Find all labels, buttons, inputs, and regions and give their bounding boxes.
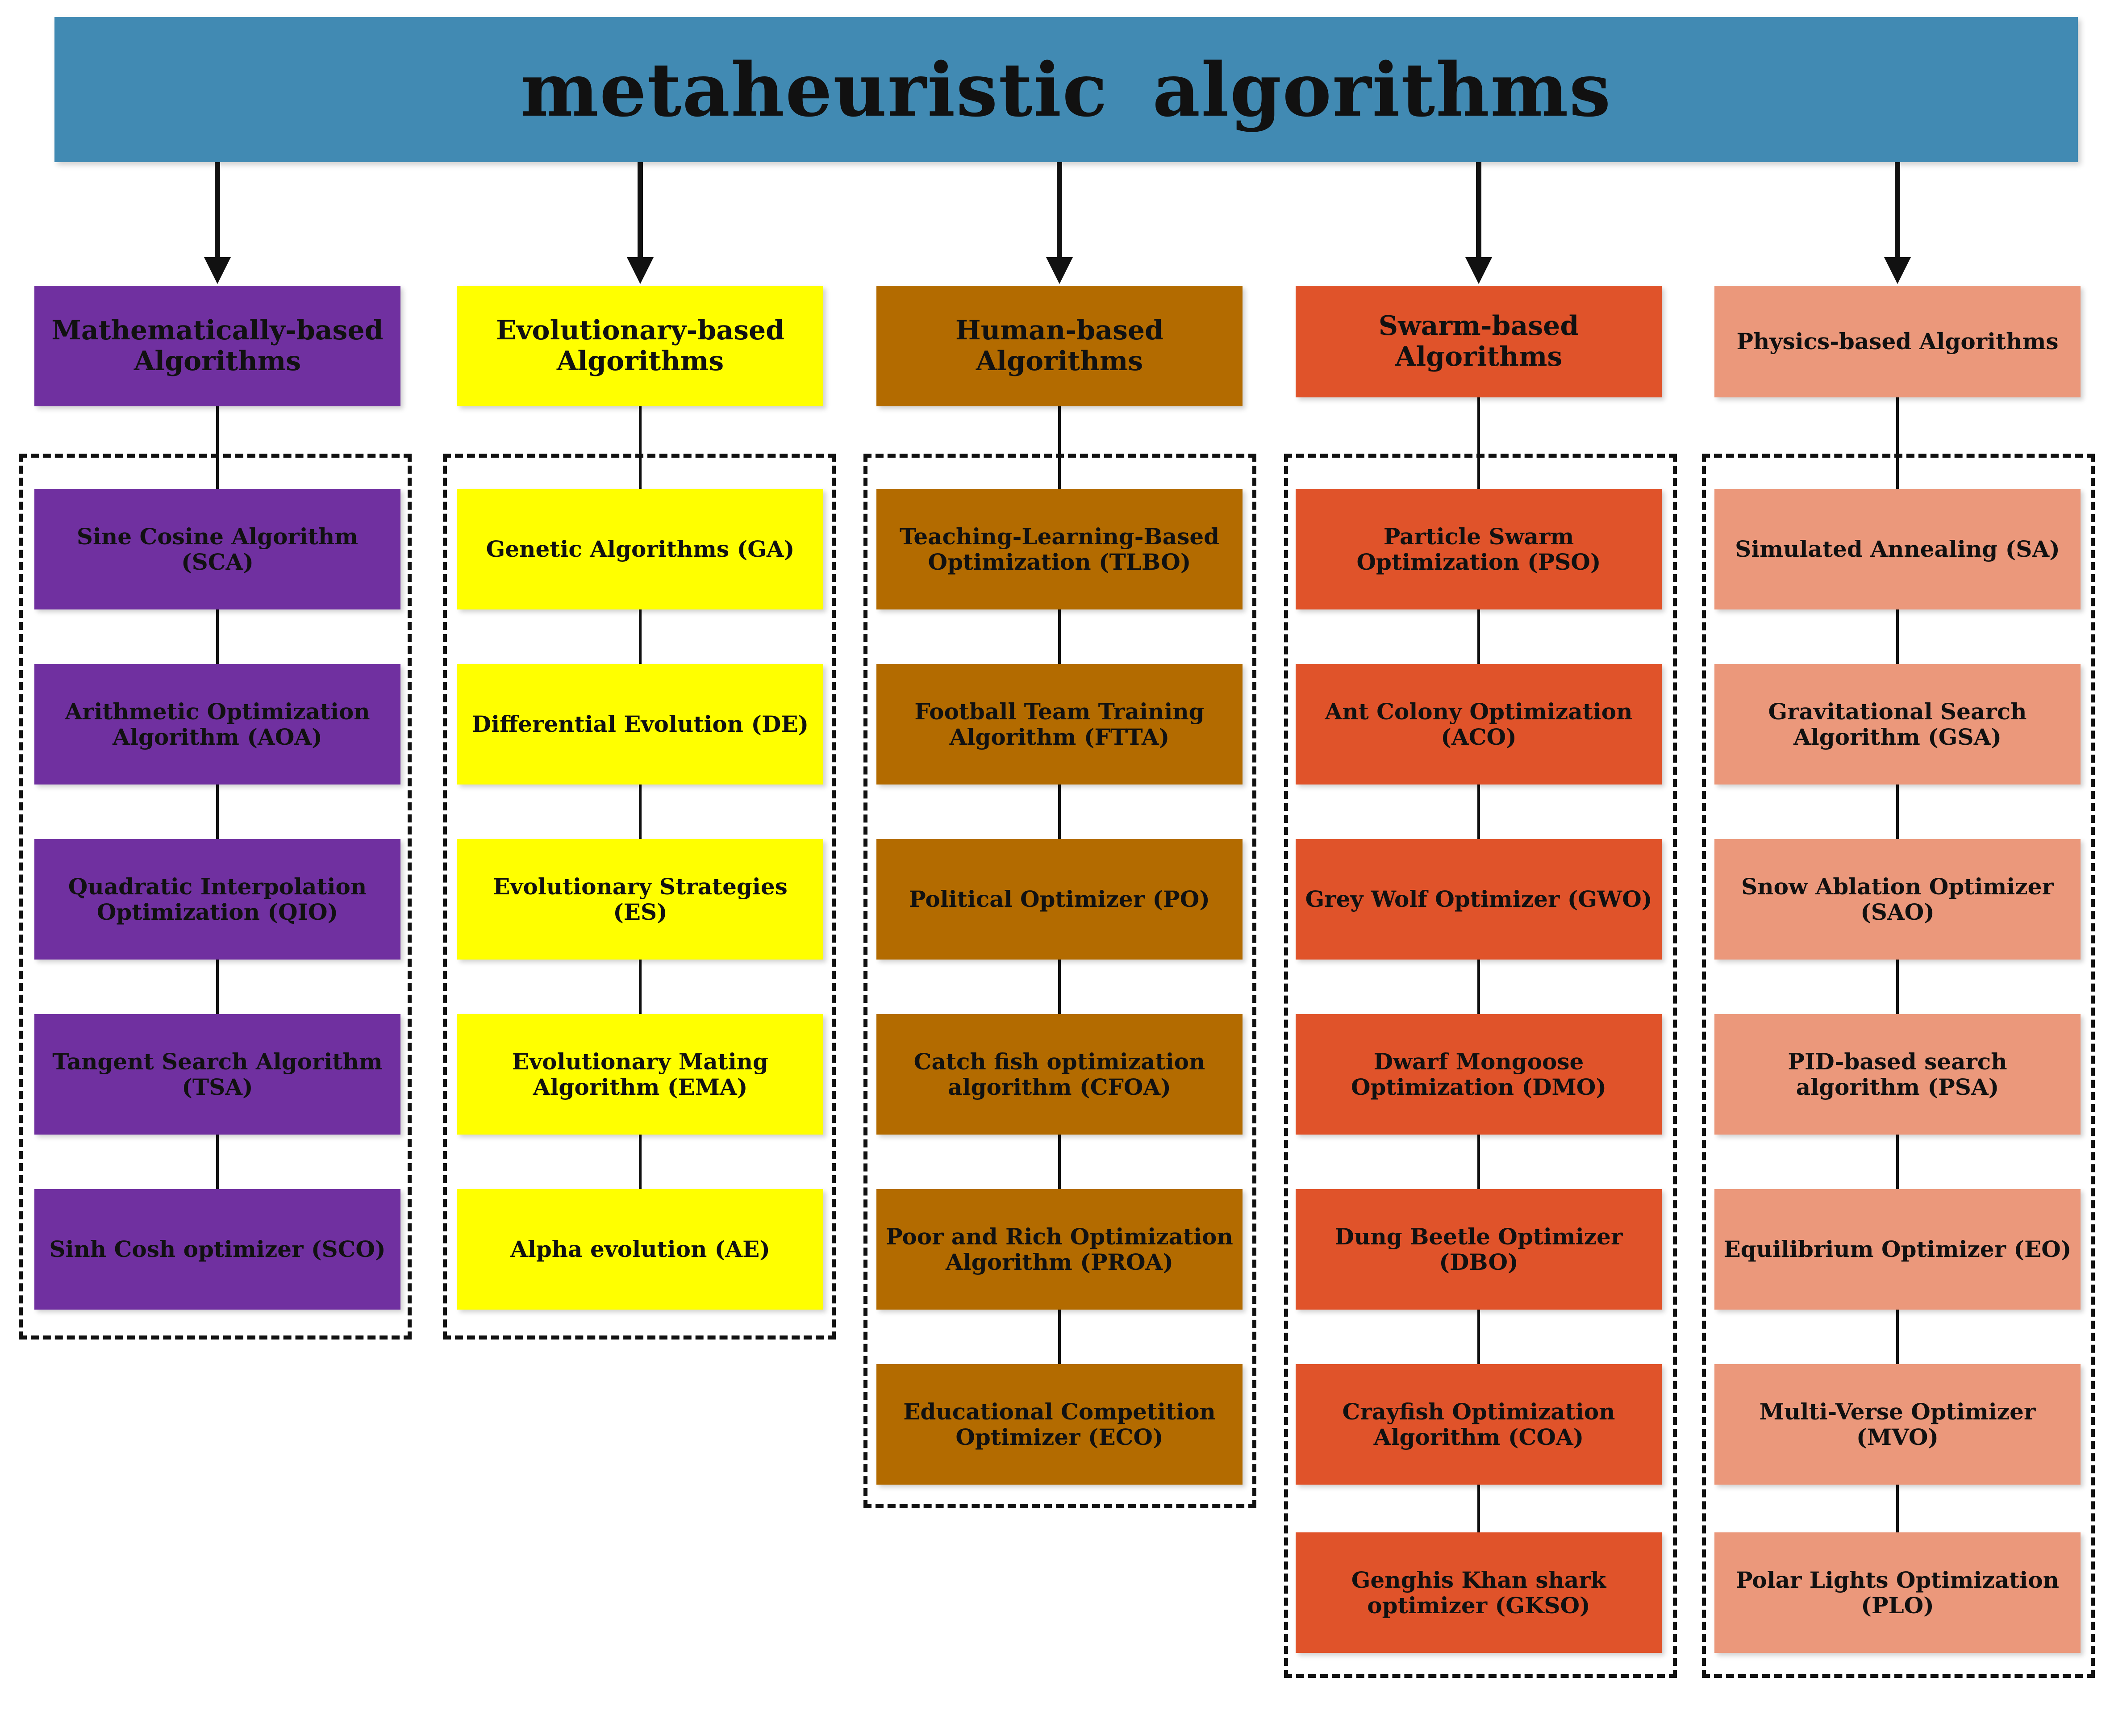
category-label: Human-based Algorithms <box>955 315 1163 377</box>
algorithm-label: Crayfish Optimization Algorithm (COA) <box>1342 1398 1615 1450</box>
algorithm-box: Genetic Algorithms (GA) <box>457 489 823 609</box>
algorithm-box: Gravitational Search Algorithm (GSA) <box>1714 664 2081 785</box>
algorithm-box: Multi-Verse Optimizer (MVO) <box>1714 1364 2081 1485</box>
algorithm-label: Tangent Search Algorithm (TSA) <box>52 1048 383 1100</box>
category-arrows <box>204 162 1911 284</box>
category-label: Evolutionary-based Algorithms <box>496 315 785 377</box>
algorithm-box: Evolutionary Strategies (ES) <box>457 839 823 960</box>
algorithm-label: Dwarf Mongoose Optimization (DMO) <box>1351 1048 1607 1100</box>
algorithm-label: Genetic Algorithms (GA) <box>486 536 795 563</box>
algorithm-label: Polar Lights Optimization (PLO) <box>1736 1566 2059 1619</box>
algorithm-label: Equilibrium Optimizer (EO) <box>1723 1236 2072 1263</box>
algorithm-label: Multi-Verse Optimizer (MVO) <box>1759 1398 2036 1450</box>
algorithm-box: Alpha evolution (AE) <box>457 1189 823 1310</box>
algorithm-box: Catch fish optimization algorithm (CFOA) <box>876 1014 1243 1135</box>
algorithm-box: Polar Lights Optimization (PLO) <box>1714 1532 2081 1653</box>
algorithm-box: Genghis Khan shark optimizer (GKSO) <box>1296 1532 1662 1653</box>
algorithm-box: Tangent Search Algorithm (TSA) <box>34 1014 400 1135</box>
algorithm-box: Sinh Cosh optimizer (SCO) <box>34 1189 400 1310</box>
algorithm-box: Snow Ablation Optimizer (SAO) <box>1714 839 2081 960</box>
algorithm-box: Grey Wolf Optimizer (GWO) <box>1296 839 1662 960</box>
algorithm-box: Arithmetic Optimization Algorithm (AOA) <box>34 664 400 785</box>
algorithm-label: Evolutionary Mating Algorithm (EMA) <box>512 1048 768 1100</box>
category-label: Mathematically-based Algorithms <box>51 315 384 377</box>
arrow-head <box>1046 257 1073 284</box>
algorithm-label: Arithmetic Optimization Algorithm (AOA) <box>65 698 370 750</box>
algorithm-group-frame <box>443 454 836 1340</box>
algorithm-box: PID-based search algorithm (PSA) <box>1714 1014 2081 1135</box>
algorithm-group-frame <box>863 454 1256 1508</box>
algorithm-label: Snow Ablation Optimizer (SAO) <box>1741 873 2054 925</box>
algorithm-label: Sinh Cosh optimizer (SCO) <box>49 1236 386 1263</box>
algorithm-box: Simulated Annealing (SA) <box>1714 489 2081 609</box>
category-box: Evolutionary-based Algorithms <box>457 286 823 406</box>
algorithm-box: Football Team Training Algorithm (FTTA) <box>876 664 1243 785</box>
algorithm-box: Equilibrium Optimizer (EO) <box>1714 1189 2081 1310</box>
algorithm-box: Quadratic Interpolation Optimization (QI… <box>34 839 400 960</box>
diagram-title: metaheuristic algorithms <box>521 46 1612 133</box>
algorithm-box: Differential Evolution (DE) <box>457 664 823 785</box>
category-box: Swarm-based Algorithms <box>1296 286 1662 397</box>
algorithm-label: Catch fish optimization algorithm (CFOA) <box>913 1048 1205 1100</box>
algorithm-box: Sine Cosine Algorithm (SCA) <box>34 489 400 609</box>
algorithm-label: Evolutionary Strategies (ES) <box>493 873 788 925</box>
algorithm-label: Political Optimizer (PO) <box>909 886 1210 913</box>
algorithm-label: Ant Colony Optimization (ACO) <box>1325 698 1633 750</box>
root-node-banner: metaheuristic algorithms <box>54 17 2078 162</box>
algorithm-label: Educational Competition Optimizer (ECO) <box>903 1398 1216 1450</box>
category-box: Physics-based Algorithms <box>1714 286 2081 397</box>
algorithm-label: Dung Beetle Optimizer (DBO) <box>1334 1223 1623 1275</box>
algorithm-label: Teaching-Learning-Based Optimization (TL… <box>899 523 1220 575</box>
algorithm-label: Quadratic Interpolation Optimization (QI… <box>68 873 367 925</box>
algorithm-label: PID-based search algorithm (PSA) <box>1788 1048 2007 1100</box>
algorithm-label: Simulated Annealing (SA) <box>1735 536 2060 563</box>
algorithm-box: Dwarf Mongoose Optimization (DMO) <box>1296 1014 1662 1135</box>
algorithm-label: Differential Evolution (DE) <box>471 711 809 738</box>
category-label: Physics-based Algorithms <box>1736 328 2059 355</box>
algorithm-label: Gravitational Search Algorithm (GSA) <box>1768 698 2027 750</box>
algorithm-group-frame <box>1702 454 2095 1678</box>
algorithm-label: Football Team Training Algorithm (FTTA) <box>914 698 1205 750</box>
category-box: Mathematically-based Algorithms <box>34 286 400 406</box>
algorithm-label: Grey Wolf Optimizer (GWO) <box>1305 886 1652 913</box>
algorithm-box: Particle Swarm Optimization (PSO) <box>1296 489 1662 609</box>
algorithm-box: Poor and Rich Optimization Algorithm (PR… <box>876 1189 1243 1310</box>
arrow-head <box>1465 257 1492 284</box>
algorithm-group-frame <box>19 454 412 1340</box>
arrow-head <box>627 257 654 284</box>
algorithm-label: Poor and Rich Optimization Algorithm (PR… <box>886 1223 1233 1275</box>
algorithm-box: Evolutionary Mating Algorithm (EMA) <box>457 1014 823 1135</box>
algorithm-box: Political Optimizer (PO) <box>876 839 1243 960</box>
algorithm-label: Sine Cosine Algorithm (SCA) <box>76 523 359 575</box>
algorithm-label: Genghis Khan shark optimizer (GKSO) <box>1351 1566 1606 1619</box>
algorithm-box: Teaching-Learning-Based Optimization (TL… <box>876 489 1243 609</box>
algorithm-label: Particle Swarm Optimization (PSO) <box>1356 523 1601 575</box>
category-box: Human-based Algorithms <box>876 286 1243 406</box>
algorithm-group-frame <box>1284 454 1677 1678</box>
arrow-head <box>1884 257 1911 284</box>
algorithm-box: Crayfish Optimization Algorithm (COA) <box>1296 1364 1662 1485</box>
algorithm-box: Ant Colony Optimization (ACO) <box>1296 664 1662 785</box>
category-label: Swarm-based Algorithms <box>1378 310 1579 372</box>
algorithm-box: Educational Competition Optimizer (ECO) <box>876 1364 1243 1485</box>
algorithm-label: Alpha evolution (AE) <box>510 1236 770 1263</box>
arrow-head <box>204 257 231 284</box>
algorithm-box: Dung Beetle Optimizer (DBO) <box>1296 1189 1662 1310</box>
